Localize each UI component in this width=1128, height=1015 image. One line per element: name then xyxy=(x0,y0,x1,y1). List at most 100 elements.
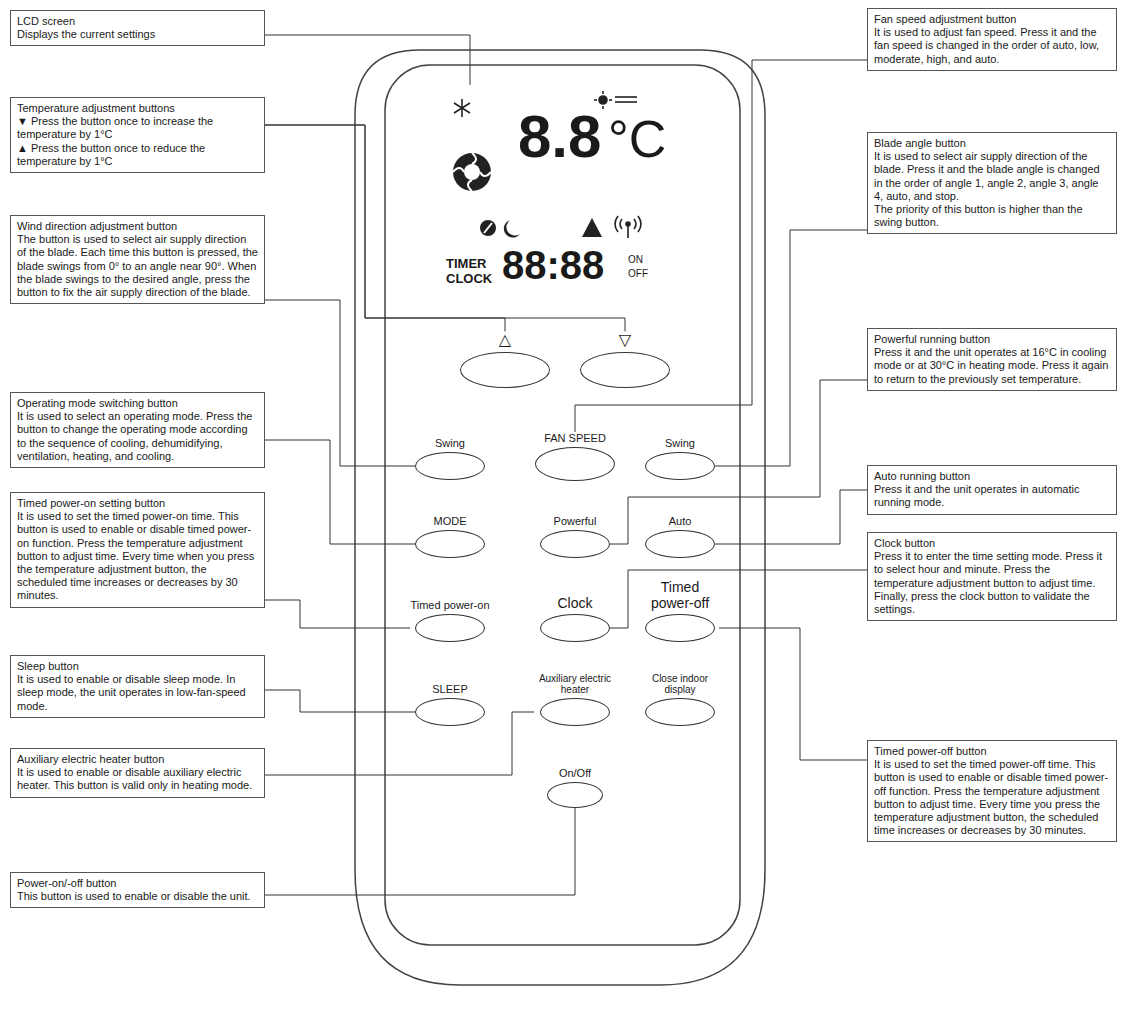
callout-text: The priority of this button is higher th… xyxy=(874,203,1110,229)
button-label: Auto xyxy=(669,515,692,527)
callout-text: It is used to adjust fan speed. Press it… xyxy=(874,26,1110,66)
lcd-temperature-digits: 8.8 xyxy=(518,107,601,167)
callout-text: Displays the current settings xyxy=(17,28,258,41)
lcd-timer-label: TIMER xyxy=(446,257,486,270)
remote-button: Swing xyxy=(415,437,485,480)
button-label: On/Off xyxy=(559,767,591,779)
lcd-clock-label: CLOCK xyxy=(446,272,492,285)
button-oval xyxy=(460,352,550,388)
callout-heading: Clock button xyxy=(874,537,1110,550)
button-oval xyxy=(415,452,485,480)
callout-box: Temperature adjustment buttons▼ Press th… xyxy=(10,97,265,173)
button-label: Swing xyxy=(435,437,465,449)
leader-line xyxy=(265,712,534,775)
remote-button: Swing xyxy=(645,437,715,480)
remote-button: SLEEP xyxy=(415,683,485,726)
leader-line xyxy=(610,570,867,628)
remote-button: Timed power-off xyxy=(641,580,719,642)
leader-line xyxy=(265,440,415,544)
callout-box: Blade angle buttonIt is used to select a… xyxy=(867,132,1117,234)
button-oval xyxy=(415,698,485,726)
lcd-time-digits: 88:88 xyxy=(502,245,604,285)
leader-line xyxy=(265,808,575,895)
button-label: △ xyxy=(499,331,511,349)
callout-box: Powerful running buttonPress it and the … xyxy=(867,328,1117,391)
button-label: Timed power-on xyxy=(410,599,489,611)
button-oval xyxy=(645,530,715,558)
button-oval xyxy=(645,614,715,642)
callout-box: Operating mode switching buttonIt is use… xyxy=(10,392,265,468)
remote-body xyxy=(355,50,765,985)
button-oval xyxy=(535,447,615,481)
callout-text: ▲ Press the button once to reduce the te… xyxy=(17,142,258,168)
remote-button: Auxiliary electric heater xyxy=(534,673,616,726)
button-label: MODE xyxy=(434,515,467,527)
callout-text: Press it to enter the time setting mode.… xyxy=(874,550,1110,616)
callout-text: ▼ Press the button once to increase the … xyxy=(17,115,258,141)
remote-button: MODE xyxy=(415,515,485,558)
button-oval xyxy=(540,530,610,558)
callout-text: It is used to select an operating mode. … xyxy=(17,410,258,463)
remote-button: Powerful xyxy=(540,515,610,558)
leader-line xyxy=(265,690,415,712)
button-label: SLEEP xyxy=(432,683,467,695)
callout-box: Fan speed adjustment buttonIt is used to… xyxy=(867,8,1117,71)
callout-box: LCD screenDisplays the current settings xyxy=(10,10,265,46)
button-oval xyxy=(415,530,485,558)
fan-icon xyxy=(453,153,491,191)
callout-heading: Timed power-off button xyxy=(874,745,1110,758)
button-oval xyxy=(547,782,603,808)
callout-text: The button is used to select air supply … xyxy=(17,233,258,299)
lcd-screen: 8.8°C TIMER CLOCK 88:88 ON OFF xyxy=(440,85,690,295)
callout-box: Clock buttonPress it to enter the time s… xyxy=(867,532,1117,621)
callout-heading: Auto running button xyxy=(874,470,1110,483)
button-oval xyxy=(415,614,485,642)
leader-line xyxy=(265,600,410,628)
button-oval xyxy=(540,698,610,726)
callout-text: This button is used to enable or disable… xyxy=(17,890,258,903)
callout-heading: Powerful running button xyxy=(874,333,1110,346)
remote-button: ▽ xyxy=(580,331,670,388)
callout-heading: Fan speed adjustment button xyxy=(874,13,1110,26)
callout-text: Press it and the unit operates in automa… xyxy=(874,483,1110,509)
lcd-on-label: ON xyxy=(628,255,643,265)
button-oval xyxy=(645,698,715,726)
callout-box: Auto running buttonPress it and the unit… xyxy=(867,465,1117,515)
callout-text: It is used to enable or disable sleep mo… xyxy=(17,673,258,713)
button-label: Clock xyxy=(557,596,592,611)
lcd-off-label: OFF xyxy=(628,269,648,279)
remote-button: FAN SPEED xyxy=(535,432,615,481)
callout-heading: Blade angle button xyxy=(874,137,1110,150)
callout-heading: Operating mode switching button xyxy=(17,397,258,410)
callout-box: Timed power-on setting buttonIt is used … xyxy=(10,492,265,608)
lcd-degree-unit: °C xyxy=(608,113,666,165)
callout-text: It is used to select air supply directio… xyxy=(874,150,1110,203)
remote-face xyxy=(385,65,740,945)
callout-text: It is used to set the timed power-on tim… xyxy=(17,510,258,602)
leader-line xyxy=(719,628,867,760)
callout-heading: Timed power-on setting button xyxy=(17,497,258,510)
callout-box: Power-on/-off buttonThis button is used … xyxy=(10,872,265,908)
leader-line xyxy=(610,380,867,544)
callout-box: Wind direction adjustment buttonThe butt… xyxy=(10,215,265,304)
snowflake-icon xyxy=(454,99,470,117)
button-label: FAN SPEED xyxy=(544,432,606,444)
leader-line xyxy=(715,230,867,466)
callout-heading: Sleep button xyxy=(17,660,258,673)
callout-text: It is used to set the timed power-off ti… xyxy=(874,758,1110,837)
leader-line xyxy=(575,60,867,432)
button-oval xyxy=(645,452,715,480)
leader-line xyxy=(265,300,415,466)
button-oval xyxy=(540,614,610,642)
remote-button: Auto xyxy=(645,515,715,558)
button-label: Auxiliary electric heater xyxy=(534,673,616,695)
callout-heading: Auxiliary electric heater button xyxy=(17,753,258,766)
callout-heading: Wind direction adjustment button xyxy=(17,220,258,233)
callout-heading: Power-on/-off button xyxy=(17,877,258,890)
button-label: Swing xyxy=(665,437,695,449)
button-label: Close indoor display xyxy=(640,673,720,695)
callout-text: Press it and the unit operates at 16°C i… xyxy=(874,346,1110,386)
remote-button: On/Off xyxy=(547,767,603,808)
remote-button: Clock xyxy=(540,596,610,642)
